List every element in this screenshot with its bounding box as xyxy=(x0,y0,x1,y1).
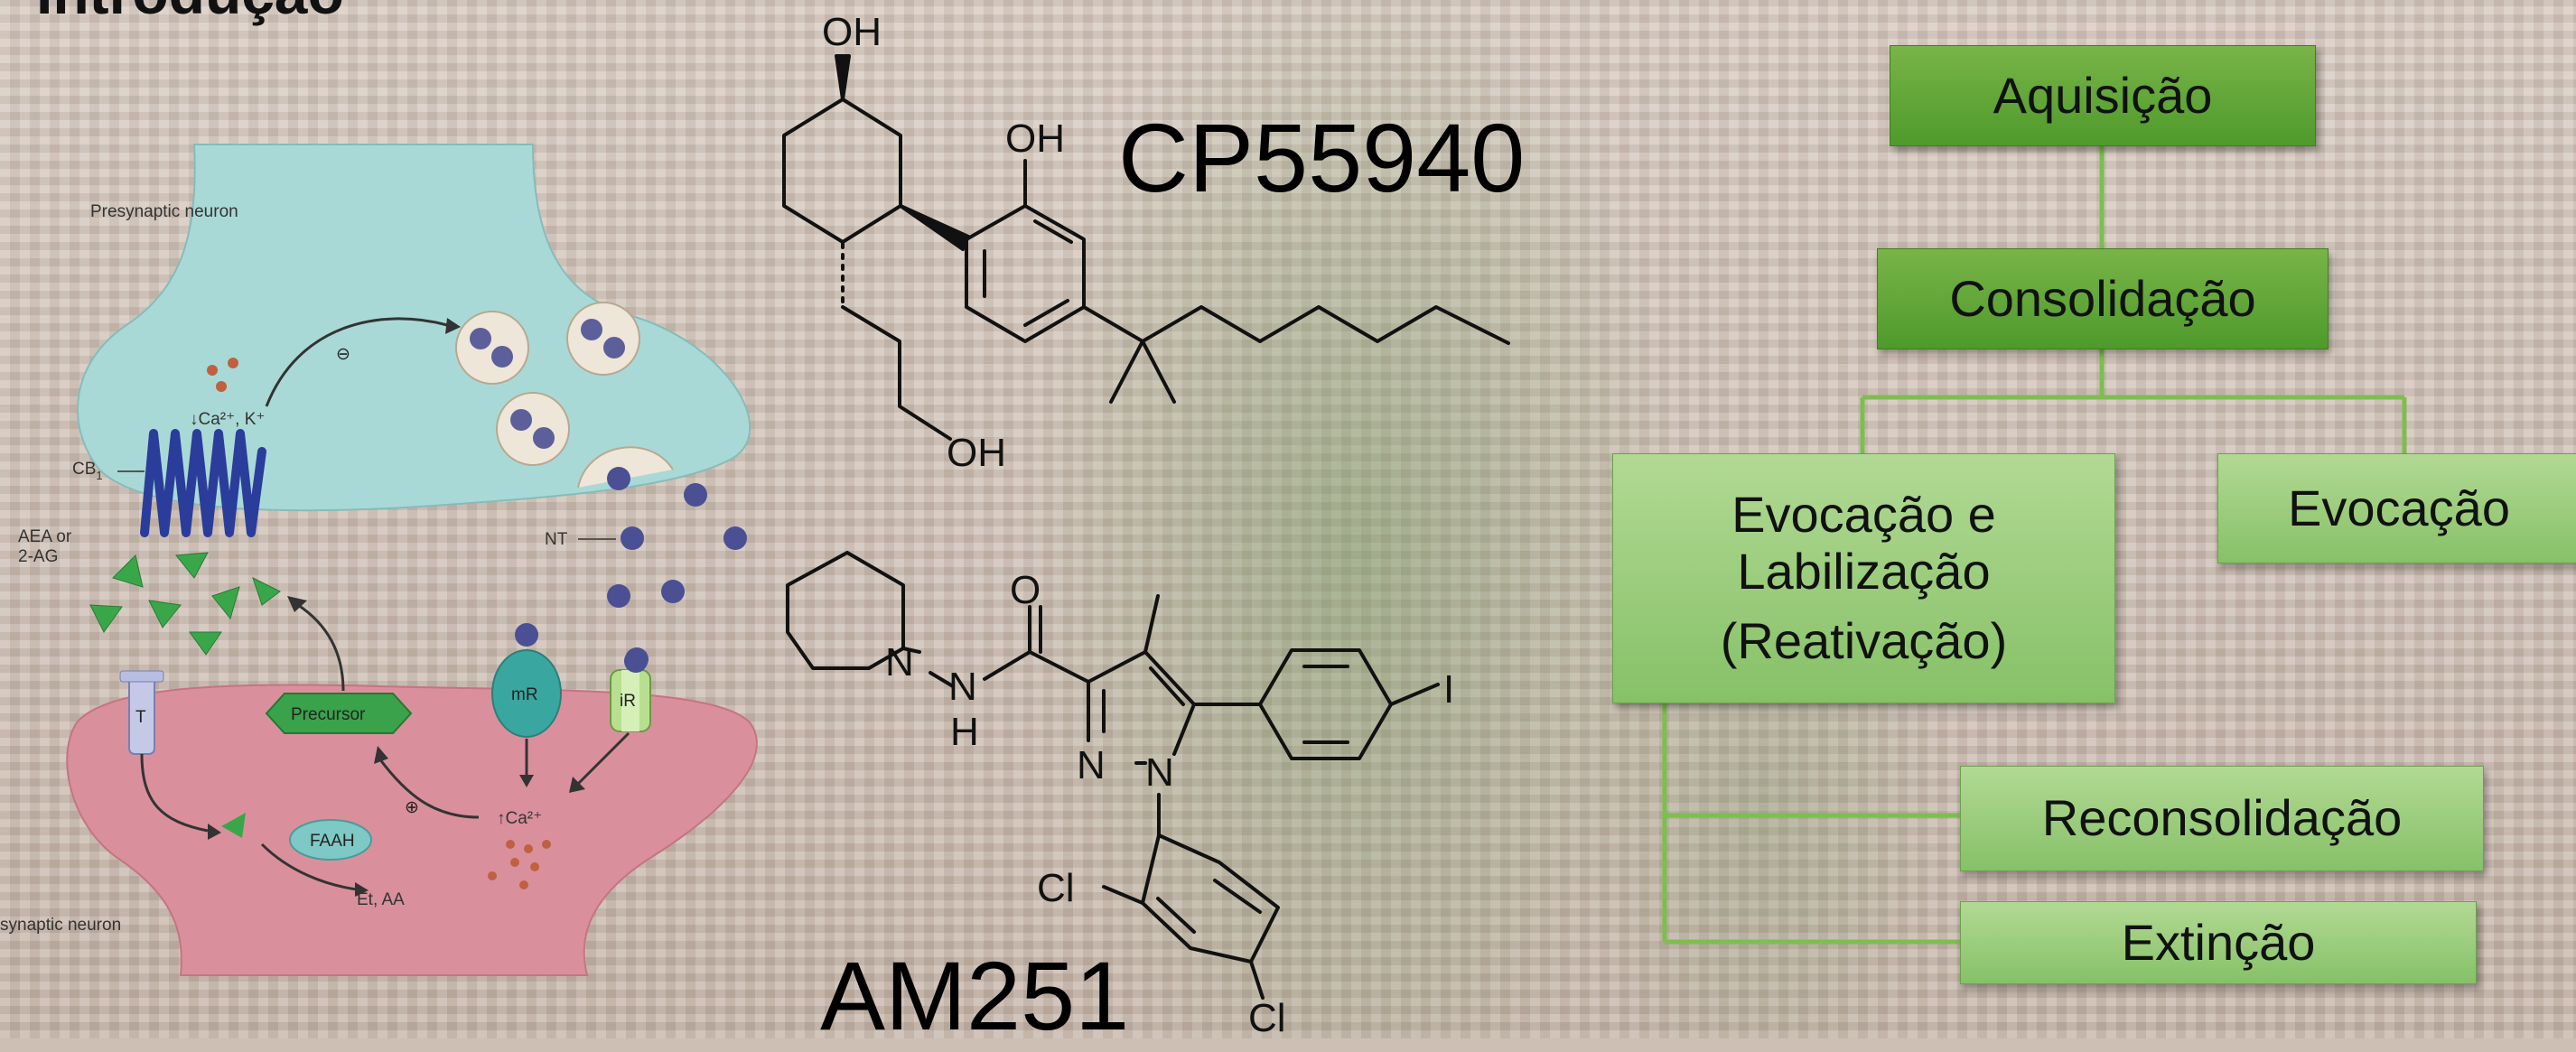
excite-symbol: ⊕ xyxy=(405,798,419,817)
vesicles xyxy=(455,302,674,489)
extincao-box: Extinção xyxy=(1960,901,2477,984)
ligand-label-2: 2-AG xyxy=(18,547,58,566)
am251-label: AM251 xyxy=(820,941,1130,1050)
nt-label: NT xyxy=(545,530,568,549)
aquisicao-box: Aquisição xyxy=(1890,45,2316,146)
postsynaptic-neuron-body xyxy=(66,684,758,976)
calcium-rise-label: ↑Ca²⁺ xyxy=(497,809,542,828)
products-label: Et, AA xyxy=(357,890,405,909)
evocacao-label: Evocação xyxy=(2288,479,2510,536)
cb1-receptor xyxy=(140,429,266,537)
reativacao-label: (Reativação) xyxy=(1720,611,2008,669)
faah-label: FAAH xyxy=(310,832,355,851)
slide-title: Introdução xyxy=(36,0,344,27)
cp55940-label: CP55940 xyxy=(1118,103,1526,212)
evocacao-labilizacao-line1: Evocação e xyxy=(1731,486,1996,544)
calcium-ions xyxy=(207,358,238,392)
transporter-label: T xyxy=(135,708,146,727)
ligand-label: AEA or xyxy=(18,527,72,546)
reconsolidacao-label: Reconsolidação xyxy=(2041,789,2403,847)
mr-label: mR xyxy=(511,685,538,704)
endocannabinoid-ligands xyxy=(89,552,281,656)
evocacao-box: Evocação xyxy=(2217,453,2576,563)
anandamide-product xyxy=(221,813,246,838)
consolidacao-label: Consolidação xyxy=(1949,269,2256,327)
aquisicao-label: Aquisição xyxy=(1993,66,2213,124)
ion-flux-label: ↓Ca²⁺, K⁺ xyxy=(190,410,265,429)
calcium-rise-ions xyxy=(488,840,551,889)
evocacao-labilizacao-line2: Labilização xyxy=(1737,543,1991,600)
precursor-label: Precursor xyxy=(291,705,366,724)
reconsolidacao-box: Reconsolidação xyxy=(1960,766,2484,871)
metabotropic-receptor xyxy=(491,649,562,738)
presynaptic-label: Presynaptic neuron xyxy=(90,202,238,221)
neurotransmitter-molecules xyxy=(607,467,747,671)
postsynaptic-label: synaptic neuron xyxy=(0,916,121,935)
faah-enzyme xyxy=(289,819,372,861)
inhibition-arrow xyxy=(265,317,448,407)
extincao-label: Extinção xyxy=(2121,913,2316,971)
cb1-label: CB1 xyxy=(72,460,103,482)
synapse-diagram: Presynaptic neuron synaptic neuron ↓Ca²⁺… xyxy=(0,144,758,976)
precursor xyxy=(265,693,413,734)
ir-label: iR xyxy=(620,692,636,711)
evocacao-labilizacao-box: Evocação e Labilização (Reativação) xyxy=(1612,453,2115,703)
inhibit-symbol: ⊖ xyxy=(336,345,350,364)
consolidacao-box: Consolidação xyxy=(1877,248,2329,349)
